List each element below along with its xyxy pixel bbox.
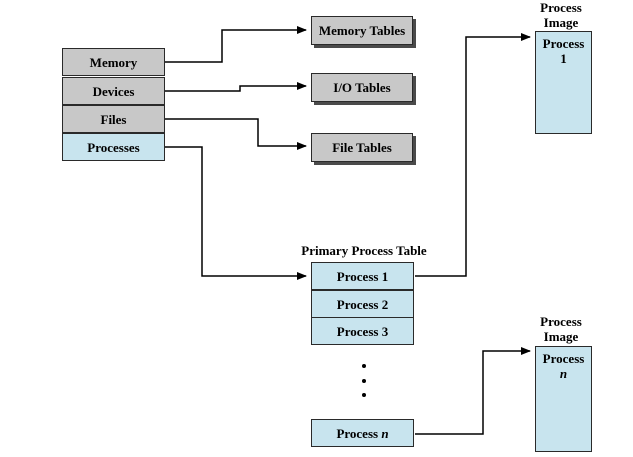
file-tables-box: File Tables [311,133,413,162]
process-image-n-box: Process n [535,346,592,452]
process-row-n-prefix: Process [336,425,382,441]
process-image-1-caption: Process Image [521,0,601,30]
process-table-row-3: Process 3 [311,317,414,345]
ellipsis-dot [362,364,366,368]
primary-process-table-title: Primary Process Table [301,243,427,258]
process-row-1-prefix: Process [336,268,382,284]
arrow-process-1-to-image-1 [415,33,531,277]
process-image-n-body-line1: Process [542,351,585,366]
io-tables-box: I/O Tables [311,73,413,102]
ellipsis-dot [362,379,366,383]
ellipsis-dot [362,393,366,397]
process-table-row-n: Process n [311,419,414,447]
arrow-process-n-to-image-n [415,347,531,435]
files-box: Files [62,105,165,133]
process-image-1-body-line1: Process [542,36,585,51]
process-table-row-1: Process 1 [311,262,414,290]
file-tables-label: File Tables [332,140,392,155]
process-image-n-body-line2: n [559,366,568,381]
process-table-row-2: Process 2 [311,290,414,318]
process-image-1-box: Process 1 [535,31,592,134]
process-image-n-caption-line1: Process [540,314,582,329]
memory-tables-label: Memory Tables [318,23,406,38]
io-tables-label: I/O Tables [333,80,391,95]
process-image-1-caption-line2: Image [543,15,579,30]
process-row-3-prefix: Process [336,323,382,339]
process-image-1-body-line2: 1 [560,51,567,66]
process-row-n-index: n [381,425,389,441]
process-row-2-prefix: Process [336,296,382,312]
memory-box: Memory [62,48,165,76]
process-row-3-index: 3 [381,323,389,339]
devices-label: Devices [92,83,135,99]
arrow-files-to-file-tables [165,118,307,150]
devices-box: Devices [62,77,165,105]
arrow-devices-to-io-tables [165,82,307,92]
processes-label: Processes [87,139,140,155]
process-image-n-caption-line2: Image [543,329,579,344]
process-row-1-index: 1 [381,268,389,284]
files-label: Files [100,111,127,127]
process-image-n-caption: Process Image [521,314,601,344]
memory-label: Memory [89,54,138,70]
arrow-memory-to-memory-tables [165,26,307,63]
memory-tables-box: Memory Tables [311,16,413,45]
process-image-1-caption-line1: Process [540,0,582,15]
processes-box: Processes [62,133,165,161]
process-row-2-index: 2 [381,296,389,312]
arrow-processes-to-process-table [165,146,307,280]
